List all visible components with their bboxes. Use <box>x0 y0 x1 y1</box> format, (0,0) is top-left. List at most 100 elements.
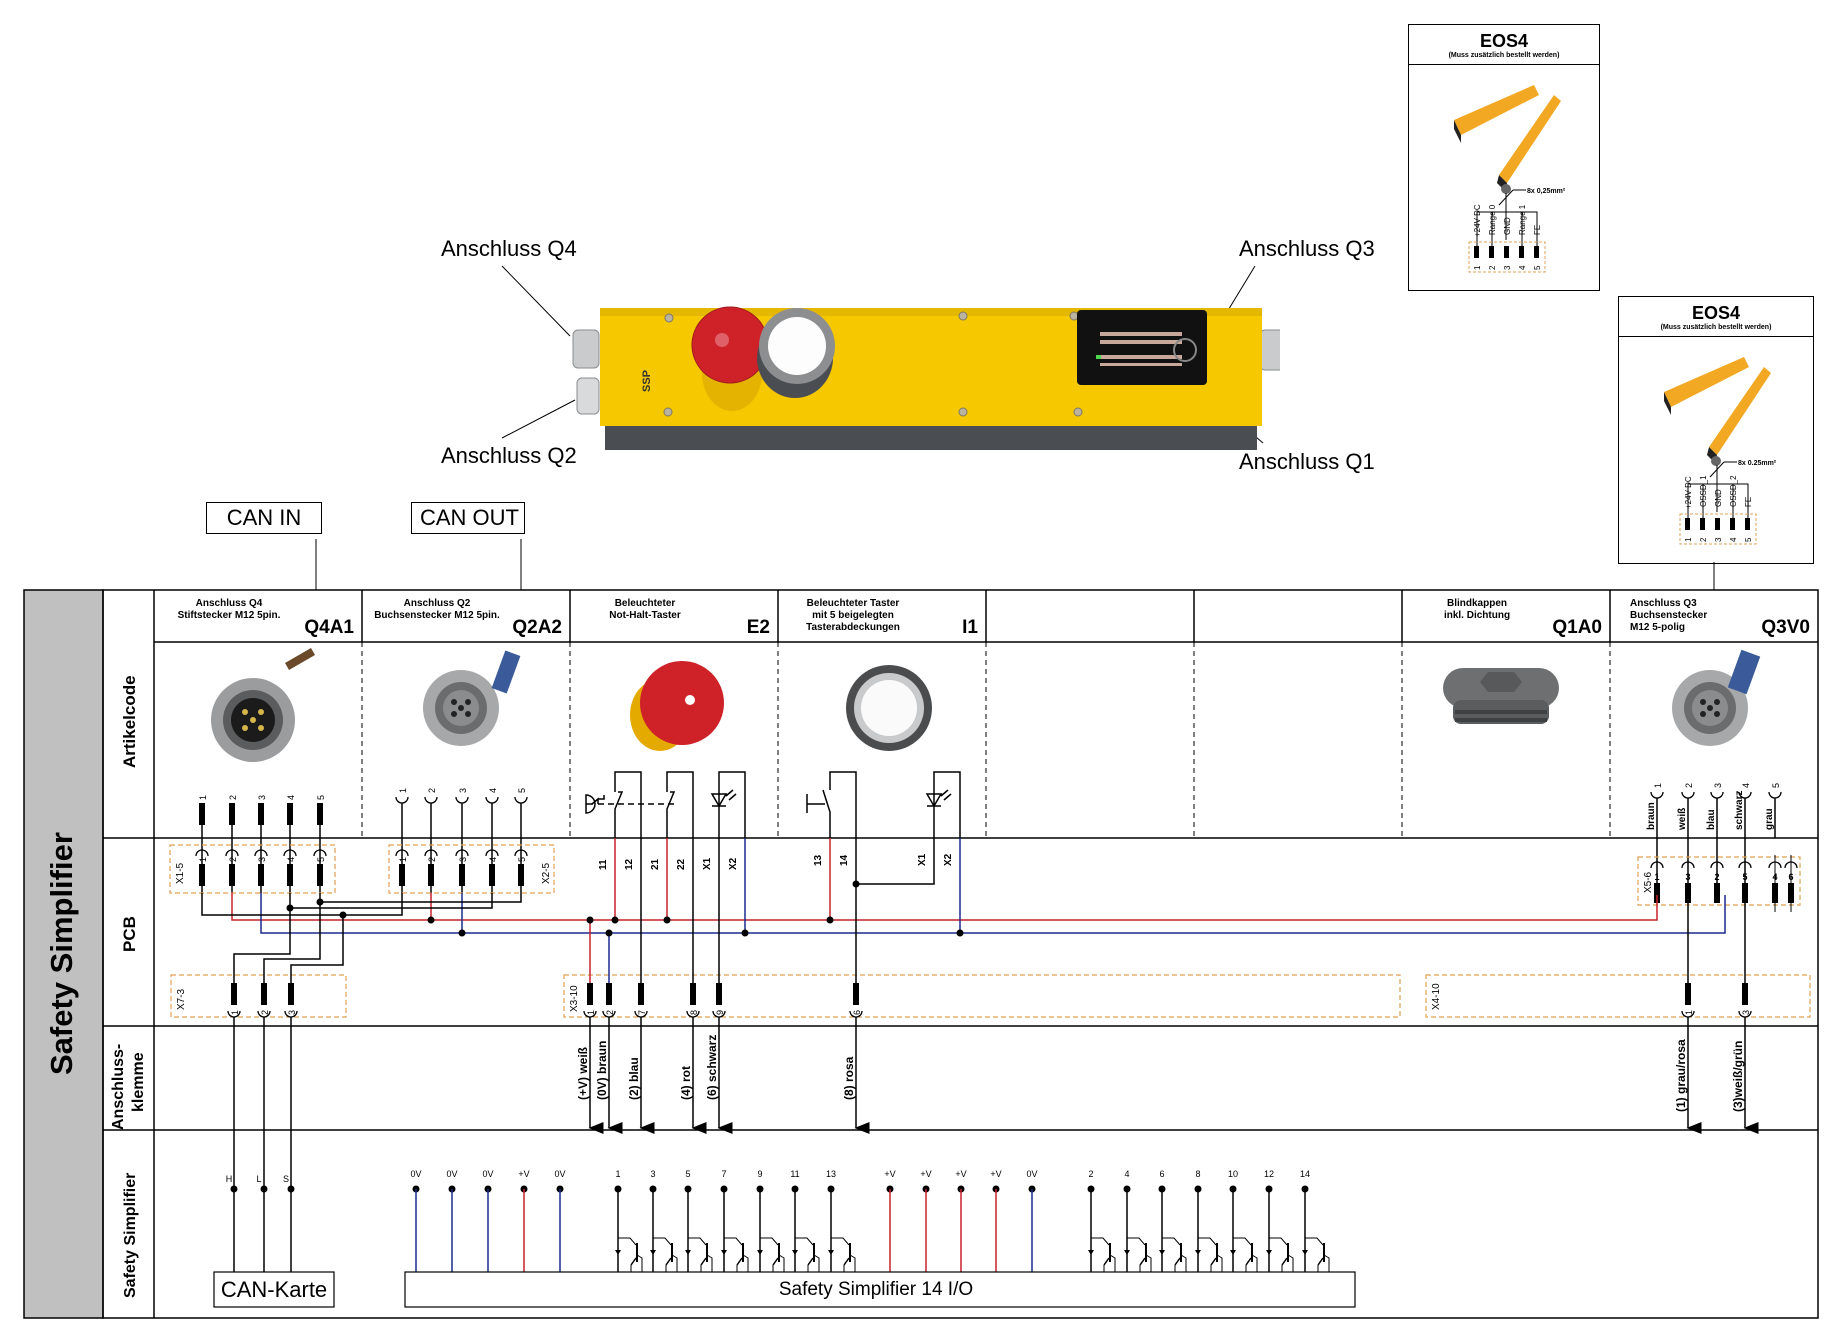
svg-text:6: 6 <box>1159 1169 1164 1179</box>
simplifier-terminal: 2 <box>1087 1169 1116 1272</box>
eos4-signal: OSSD_1 <box>1699 475 1708 507</box>
estop-symbol <box>585 771 746 838</box>
status-led <box>1096 355 1101 359</box>
svg-text:9: 9 <box>715 1010 725 1015</box>
connector-q2 <box>576 377 600 415</box>
x5-label: X5-6 <box>1643 871 1654 893</box>
terminal-block-x4 <box>1425 974 1811 1018</box>
connector-image-q3 <box>1672 649 1761 746</box>
svg-text:+V: +V <box>990 1169 1001 1179</box>
article-code: Q3V0 <box>1761 617 1810 638</box>
svg-text:grau: grau <box>1764 808 1775 830</box>
klemme-wire-label: (4) rot <box>679 1066 693 1100</box>
eos4-box-2: EOS4 (Muss zusätzlich bestellt werden) 8… <box>1618 296 1814 564</box>
svg-text:5: 5 <box>517 857 527 862</box>
svg-text:+V: +V <box>955 1169 966 1179</box>
svg-text:2: 2 <box>605 1010 615 1015</box>
eos4-pin: 4 <box>1729 537 1738 542</box>
simplifier-terminal: 0V <box>554 1169 566 1272</box>
pcb-wiring <box>201 838 1746 983</box>
article-code: Q1A0 <box>1552 617 1602 638</box>
simplifier-terminal: +V <box>955 1169 967 1272</box>
svg-text:10: 10 <box>1228 1169 1238 1179</box>
blind-cap-image <box>1443 668 1559 724</box>
svg-text:3: 3 <box>257 857 267 862</box>
svg-text:0V: 0V <box>482 1169 493 1179</box>
x5-terminal-pin: 6 <box>1784 855 1798 912</box>
svg-text:H: H <box>226 1174 233 1184</box>
light-curtain-image <box>1664 357 1771 466</box>
x5-terminal-pin: 2 <box>1710 861 1724 903</box>
svg-text:21: 21 <box>650 858 661 870</box>
side-title-column <box>23 589 104 1319</box>
svg-text:SSP: SSP <box>641 370 653 392</box>
pcb-terminal-pin: 2 <box>424 849 438 886</box>
connector-q4 <box>572 329 600 369</box>
pushbutton-symbol <box>806 771 961 838</box>
svg-text:11: 11 <box>598 859 609 870</box>
svg-text:2: 2 <box>228 795 238 800</box>
simplifier-terminal: 1 <box>614 1169 643 1272</box>
safety-simplifier-device: SSP <box>501 265 1280 450</box>
svg-text:X1: X1 <box>702 857 713 870</box>
simplifier-terminal: 11 <box>790 1169 820 1272</box>
svg-text:1: 1 <box>1684 1010 1694 1015</box>
illuminated-button-image <box>846 665 932 751</box>
can-terminal: L <box>256 1174 268 1193</box>
eos4-signal: Range 1 <box>1518 204 1527 235</box>
svg-text:6: 6 <box>852 1010 862 1015</box>
svg-text:1: 1 <box>586 1010 596 1015</box>
eos4-pin: 3 <box>1503 265 1512 270</box>
svg-text:2: 2 <box>228 857 238 862</box>
svg-text:2: 2 <box>1714 872 1719 882</box>
svg-text:L: L <box>256 1174 261 1184</box>
svg-text:3: 3 <box>287 1010 297 1015</box>
svg-text:8: 8 <box>1195 1169 1200 1179</box>
eos4-pin: 2 <box>1699 537 1708 542</box>
svg-text:13: 13 <box>813 854 824 866</box>
pcb-terminal-pin: 4 <box>283 849 297 886</box>
zero-bus <box>260 893 1726 934</box>
eos4-pin: 5 <box>1533 265 1542 270</box>
svg-text:12: 12 <box>624 858 635 870</box>
table-frame <box>102 589 1819 1319</box>
x1-label: X1-5 <box>175 862 186 884</box>
column-header-empty <box>1194 590 1402 642</box>
light-curtain-image <box>1454 85 1561 194</box>
led-panel <box>1077 310 1207 385</box>
simplifier-terminal: 0V <box>410 1169 422 1272</box>
simplifier-terminal: 10 <box>1228 1169 1258 1272</box>
plus-bus <box>231 893 1658 921</box>
simplifier-terminal: 9 <box>756 1169 785 1272</box>
svg-text:0V: 0V <box>410 1169 421 1179</box>
svg-text:22: 22 <box>676 858 687 870</box>
svg-text:5: 5 <box>1771 783 1781 788</box>
pcb-terminal-pin: 1 <box>583 983 597 1018</box>
pcb-terminal-pin: 1 <box>395 849 409 886</box>
eos4-cable-spec: 8x 0,25mm² <box>1527 188 1566 195</box>
pcb-terminal-pin: 2 <box>602 983 616 1018</box>
x5-terminal-pin: 4 <box>1768 855 1782 912</box>
panel-dial <box>1173 338 1197 362</box>
x5-terminal-pin: 1 <box>1650 861 1664 903</box>
eos4-wiring-1: 8x 0,25mm² +24V DC Range 0 GND Range 1 F… <box>1454 85 1566 273</box>
svg-text:X1: X1 <box>917 853 928 866</box>
svg-text:+V: +V <box>884 1169 895 1179</box>
svg-text:7: 7 <box>637 1010 647 1015</box>
eos4-pin: 4 <box>1518 265 1527 270</box>
pcb-terminal-pin: 1 <box>195 849 209 886</box>
can-terminal: H <box>226 1174 238 1193</box>
simplifier-terminal: 14 <box>1300 1169 1330 1272</box>
eos4-pin: 1 <box>1473 265 1482 270</box>
svg-text:9: 9 <box>757 1169 762 1179</box>
terminal-block-x3 <box>563 974 1401 1018</box>
